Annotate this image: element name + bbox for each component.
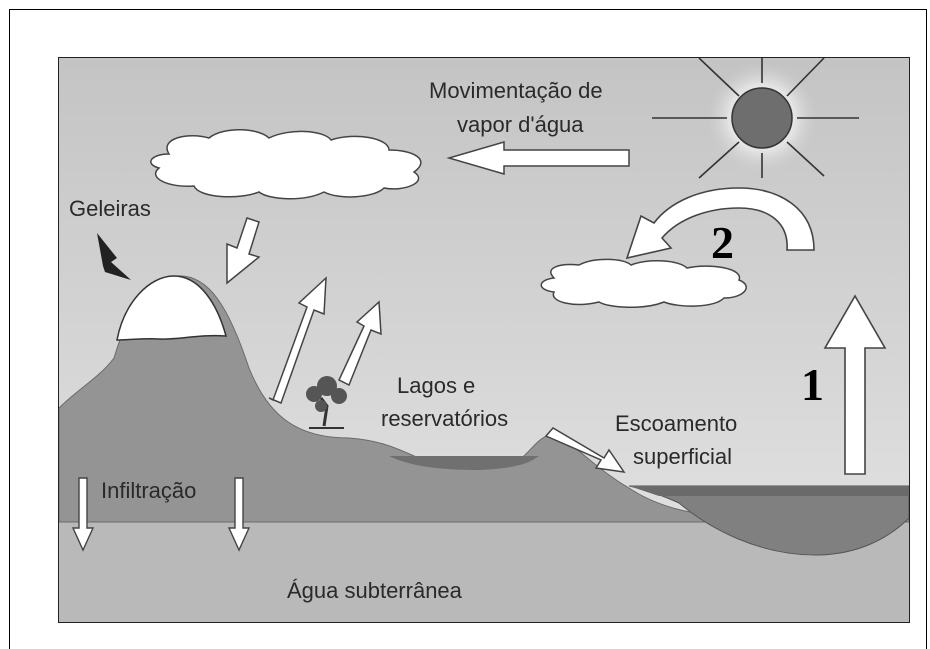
arrow-icon: [268, 276, 327, 404]
runoff-label-line2: superficial: [633, 444, 732, 469]
cloud-icon: [540, 258, 747, 309]
lake: [389, 456, 539, 470]
cloud-icon: [150, 129, 422, 200]
water-cycle-diagram: Movimentação de vapor d'água Geleiras La…: [58, 57, 910, 623]
sun-icon: [652, 58, 859, 179]
glacier-label: Geleiras: [69, 196, 151, 221]
vapor-label-line1: Movimentação de: [429, 78, 603, 103]
tree-icon: [306, 376, 347, 429]
groundwater-label: Água subterrânea: [287, 578, 463, 603]
arrow-icon: [71, 477, 95, 552]
lakes-label-line2: reservatórios: [381, 406, 508, 431]
arrow-icon: [338, 300, 382, 387]
arrow-icon: [823, 294, 887, 475]
vapor-label-line2: vapor d'água: [457, 112, 584, 137]
arrow-icon: [446, 141, 630, 175]
arrow-icon: [97, 233, 131, 280]
marker-1: 1: [801, 359, 824, 410]
glacier-cap: [116, 275, 228, 341]
arrow-icon: [544, 427, 626, 473]
arrow-icon: [226, 217, 261, 285]
arrow-icon: [625, 187, 815, 260]
lakes-label-line1: Lagos e: [397, 373, 475, 398]
marker-2: 2: [711, 217, 734, 268]
sea-basin: [628, 485, 909, 556]
arrow-icon: [227, 477, 251, 552]
outer-frame: Movimentação de vapor d'água Geleiras La…: [9, 9, 927, 649]
runoff-label-line1: Escoamento: [615, 411, 737, 436]
infiltration-label: Infiltração: [101, 478, 196, 503]
